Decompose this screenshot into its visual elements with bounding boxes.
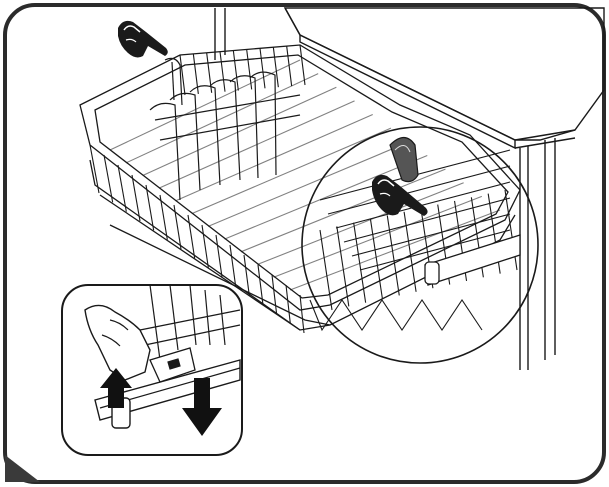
magnifier-circle bbox=[301, 126, 539, 364]
pointing-hand-icon bbox=[118, 20, 168, 58]
pointing-hand-icon bbox=[372, 174, 428, 216]
inset-detail bbox=[61, 284, 243, 456]
corner-accent bbox=[5, 455, 40, 482]
tine-rack bbox=[149, 71, 301, 201]
arrow-down-icon bbox=[182, 378, 222, 436]
inset-rail bbox=[94, 359, 241, 421]
basket-wires bbox=[89, 44, 501, 334]
rail-stop bbox=[424, 261, 440, 285]
arrow-up-icon bbox=[100, 368, 132, 408]
hand-drawing bbox=[84, 304, 151, 381]
detail-magnifier bbox=[301, 126, 539, 364]
dishwasher-cabinet bbox=[214, 7, 605, 370]
left-rail bbox=[164, 57, 183, 106]
